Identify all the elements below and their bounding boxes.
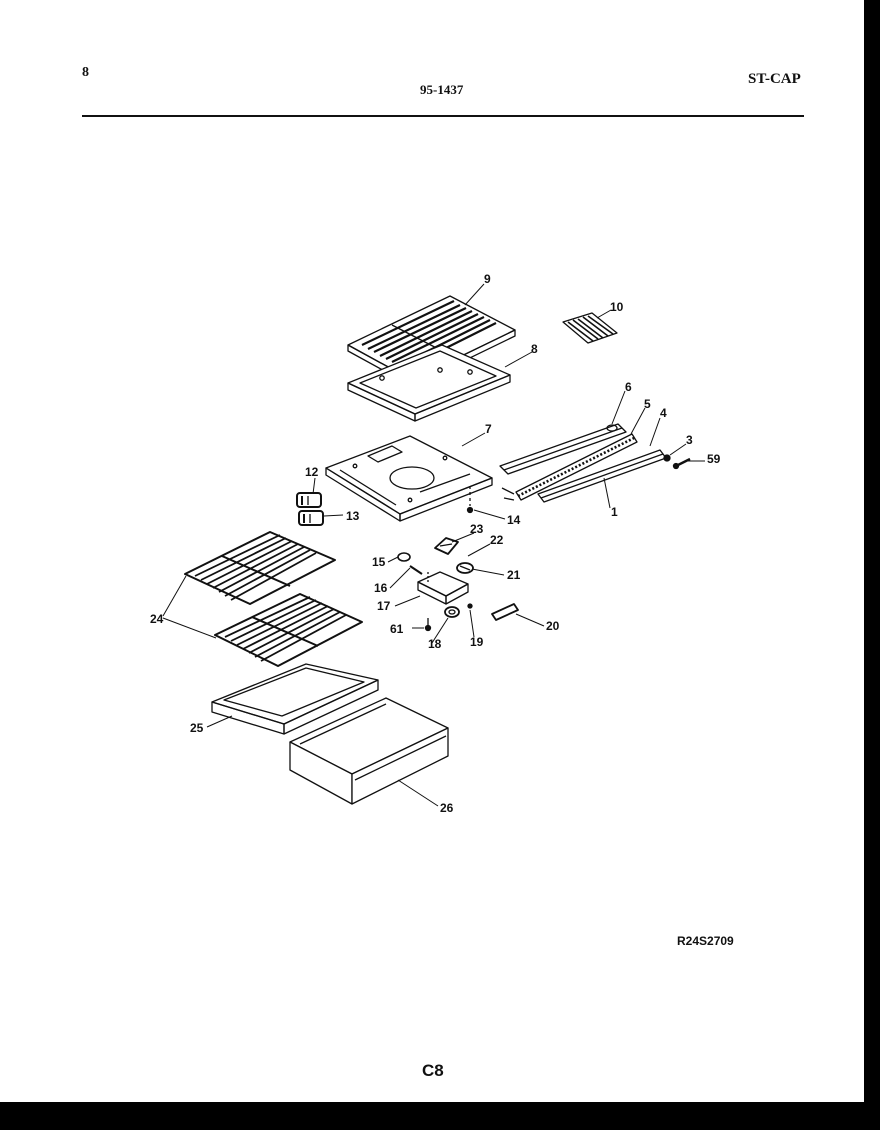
callout-18: 18 [428, 637, 442, 651]
part-18-ring [444, 606, 460, 618]
part-5-toothed-rail [501, 433, 638, 501]
diagram-sheet: 8 95-1437 ST-CAP [0, 0, 864, 1102]
part-9-grille-cover [347, 295, 516, 387]
part-8-cover-frame [347, 344, 511, 422]
part-7-divider-plate [325, 435, 493, 522]
part-61-screw [424, 618, 432, 632]
part-6-slide-rail [499, 423, 627, 475]
callout-6: 6 [625, 380, 632, 394]
callout-9: 9 [484, 272, 491, 286]
callout-7: 7 [485, 422, 492, 436]
part-25-crisper-cover [211, 663, 379, 735]
model-number: 95-1437 [420, 82, 464, 97]
part-26-crisper-drawer [289, 697, 449, 805]
section-code: ST-CAP [748, 71, 801, 87]
part-17-control-housing [417, 571, 469, 605]
part-24-shelf-lower [214, 593, 363, 667]
callout-1: 1 [611, 505, 618, 519]
callout-19: 19 [470, 635, 484, 649]
callout-20: 20 [546, 619, 560, 633]
callout-4: 4 [660, 406, 667, 420]
callout-21: 21 [507, 568, 521, 582]
part-24-shelf-upper [184, 531, 336, 605]
part-3-washer [663, 454, 671, 462]
header-rule [82, 115, 804, 117]
part-21-knob [456, 562, 474, 574]
callout-23: 23 [470, 522, 484, 536]
diagram-code: R24S2709 [677, 934, 734, 948]
part-59-screw [672, 457, 691, 470]
callout-26: 26 [440, 801, 454, 815]
part-15-cam [397, 552, 411, 562]
callout-15: 15 [372, 555, 386, 569]
callout-5: 5 [644, 397, 651, 411]
part-14-screw [466, 486, 474, 514]
callout-8: 8 [531, 342, 538, 356]
part-23-damper [434, 537, 459, 555]
part-19-screw [467, 603, 473, 609]
part-20-slide-cover [491, 603, 519, 621]
callout-17: 17 [377, 599, 391, 613]
part-10-vent-grille [562, 312, 618, 344]
callout-13: 13 [346, 509, 360, 523]
callout-24: 24 [150, 612, 164, 626]
page-code: C8 [422, 1061, 444, 1080]
part-12-clip [296, 492, 322, 508]
callout-25: 25 [190, 721, 204, 735]
callout-3: 3 [686, 433, 693, 447]
part-16-spring [409, 565, 423, 575]
callout-59: 59 [707, 452, 721, 466]
callout-10: 10 [610, 300, 624, 314]
callout-16: 16 [374, 581, 388, 595]
part-13-clip [298, 510, 324, 526]
exploded-parts-diagram: 9 10 8 6 5 4 3 59 1 7 12 13 14 23 22 21 … [150, 272, 721, 815]
callout-61: 61 [390, 622, 404, 636]
callout-14: 14 [507, 513, 521, 527]
callout-12: 12 [305, 465, 319, 479]
page-number: 8 [82, 65, 89, 80]
callout-22: 22 [490, 533, 504, 547]
